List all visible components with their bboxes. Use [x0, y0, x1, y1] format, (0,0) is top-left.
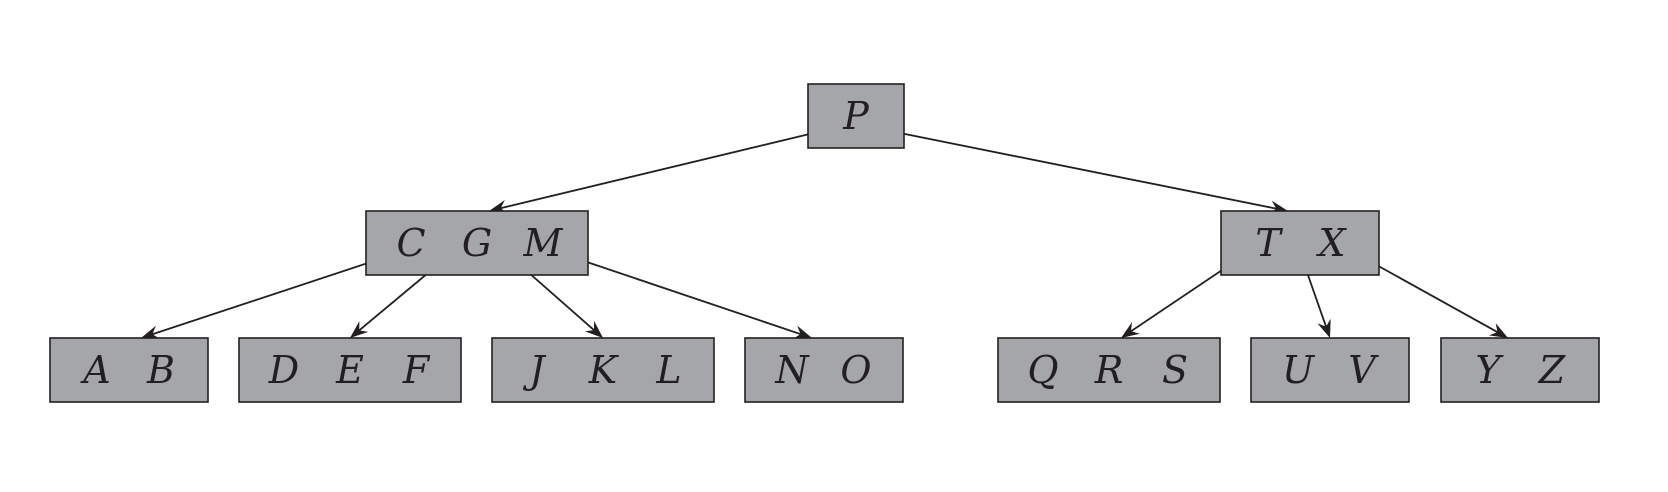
node-key: Y [1475, 348, 1504, 392]
arrow-head-icon [141, 325, 161, 339]
edge-root-to-n-cgm [489, 130, 823, 214]
node-key: T [1255, 221, 1283, 265]
arrow-head-icon [1488, 323, 1508, 338]
node-box [365, 210, 589, 276]
node-key: U [1282, 348, 1316, 392]
node-key: N [774, 348, 810, 392]
edge-line [574, 257, 807, 337]
node-key: X [1315, 221, 1347, 265]
node-key: S [1162, 348, 1188, 392]
edge-root-to-n-tx [889, 130, 1288, 215]
node-key: G [462, 221, 492, 265]
node-box [491, 337, 715, 403]
node-box [238, 337, 462, 403]
node-box [744, 337, 904, 403]
arrow-head-icon [1317, 318, 1331, 338]
node-key: F [402, 348, 431, 392]
node-key: D [268, 348, 299, 392]
node-key: A [80, 348, 110, 392]
node-key: Z [1538, 348, 1566, 392]
node-box [997, 337, 1221, 403]
edge-n-cgm-to-leaf-no [574, 257, 812, 339]
arrow-head-icon [350, 321, 369, 338]
node-key: M [523, 221, 564, 265]
node-root: P [807, 83, 905, 149]
arrow-head-icon [1121, 322, 1140, 338]
node-key: V [1348, 348, 1379, 392]
edge-n-cgm-to-leaf-ab [141, 257, 384, 339]
edges-layer [141, 130, 1508, 339]
node-key: C [396, 221, 425, 265]
node-box [807, 83, 905, 149]
node-box [49, 337, 209, 403]
node-key: E [335, 348, 364, 392]
node-box [1250, 337, 1410, 403]
edge-line [889, 130, 1283, 211]
arrow-head-icon [584, 320, 603, 338]
node-key: Q [1027, 348, 1058, 392]
node-key: R [1094, 348, 1124, 392]
edge-n-tx-to-leaf-yz [1363, 257, 1508, 338]
node-key: O [840, 348, 871, 392]
node-key: K [588, 348, 620, 392]
node-key: L [655, 348, 681, 392]
node-box [1220, 210, 1380, 276]
arrow-head-icon [489, 199, 509, 214]
edge-line [1363, 257, 1504, 336]
edge-line [494, 130, 823, 211]
node-key: B [146, 348, 175, 392]
edge-line [146, 257, 384, 337]
node-key: P [842, 94, 870, 138]
node-box [1440, 337, 1600, 403]
arrow-head-icon [792, 325, 812, 339]
